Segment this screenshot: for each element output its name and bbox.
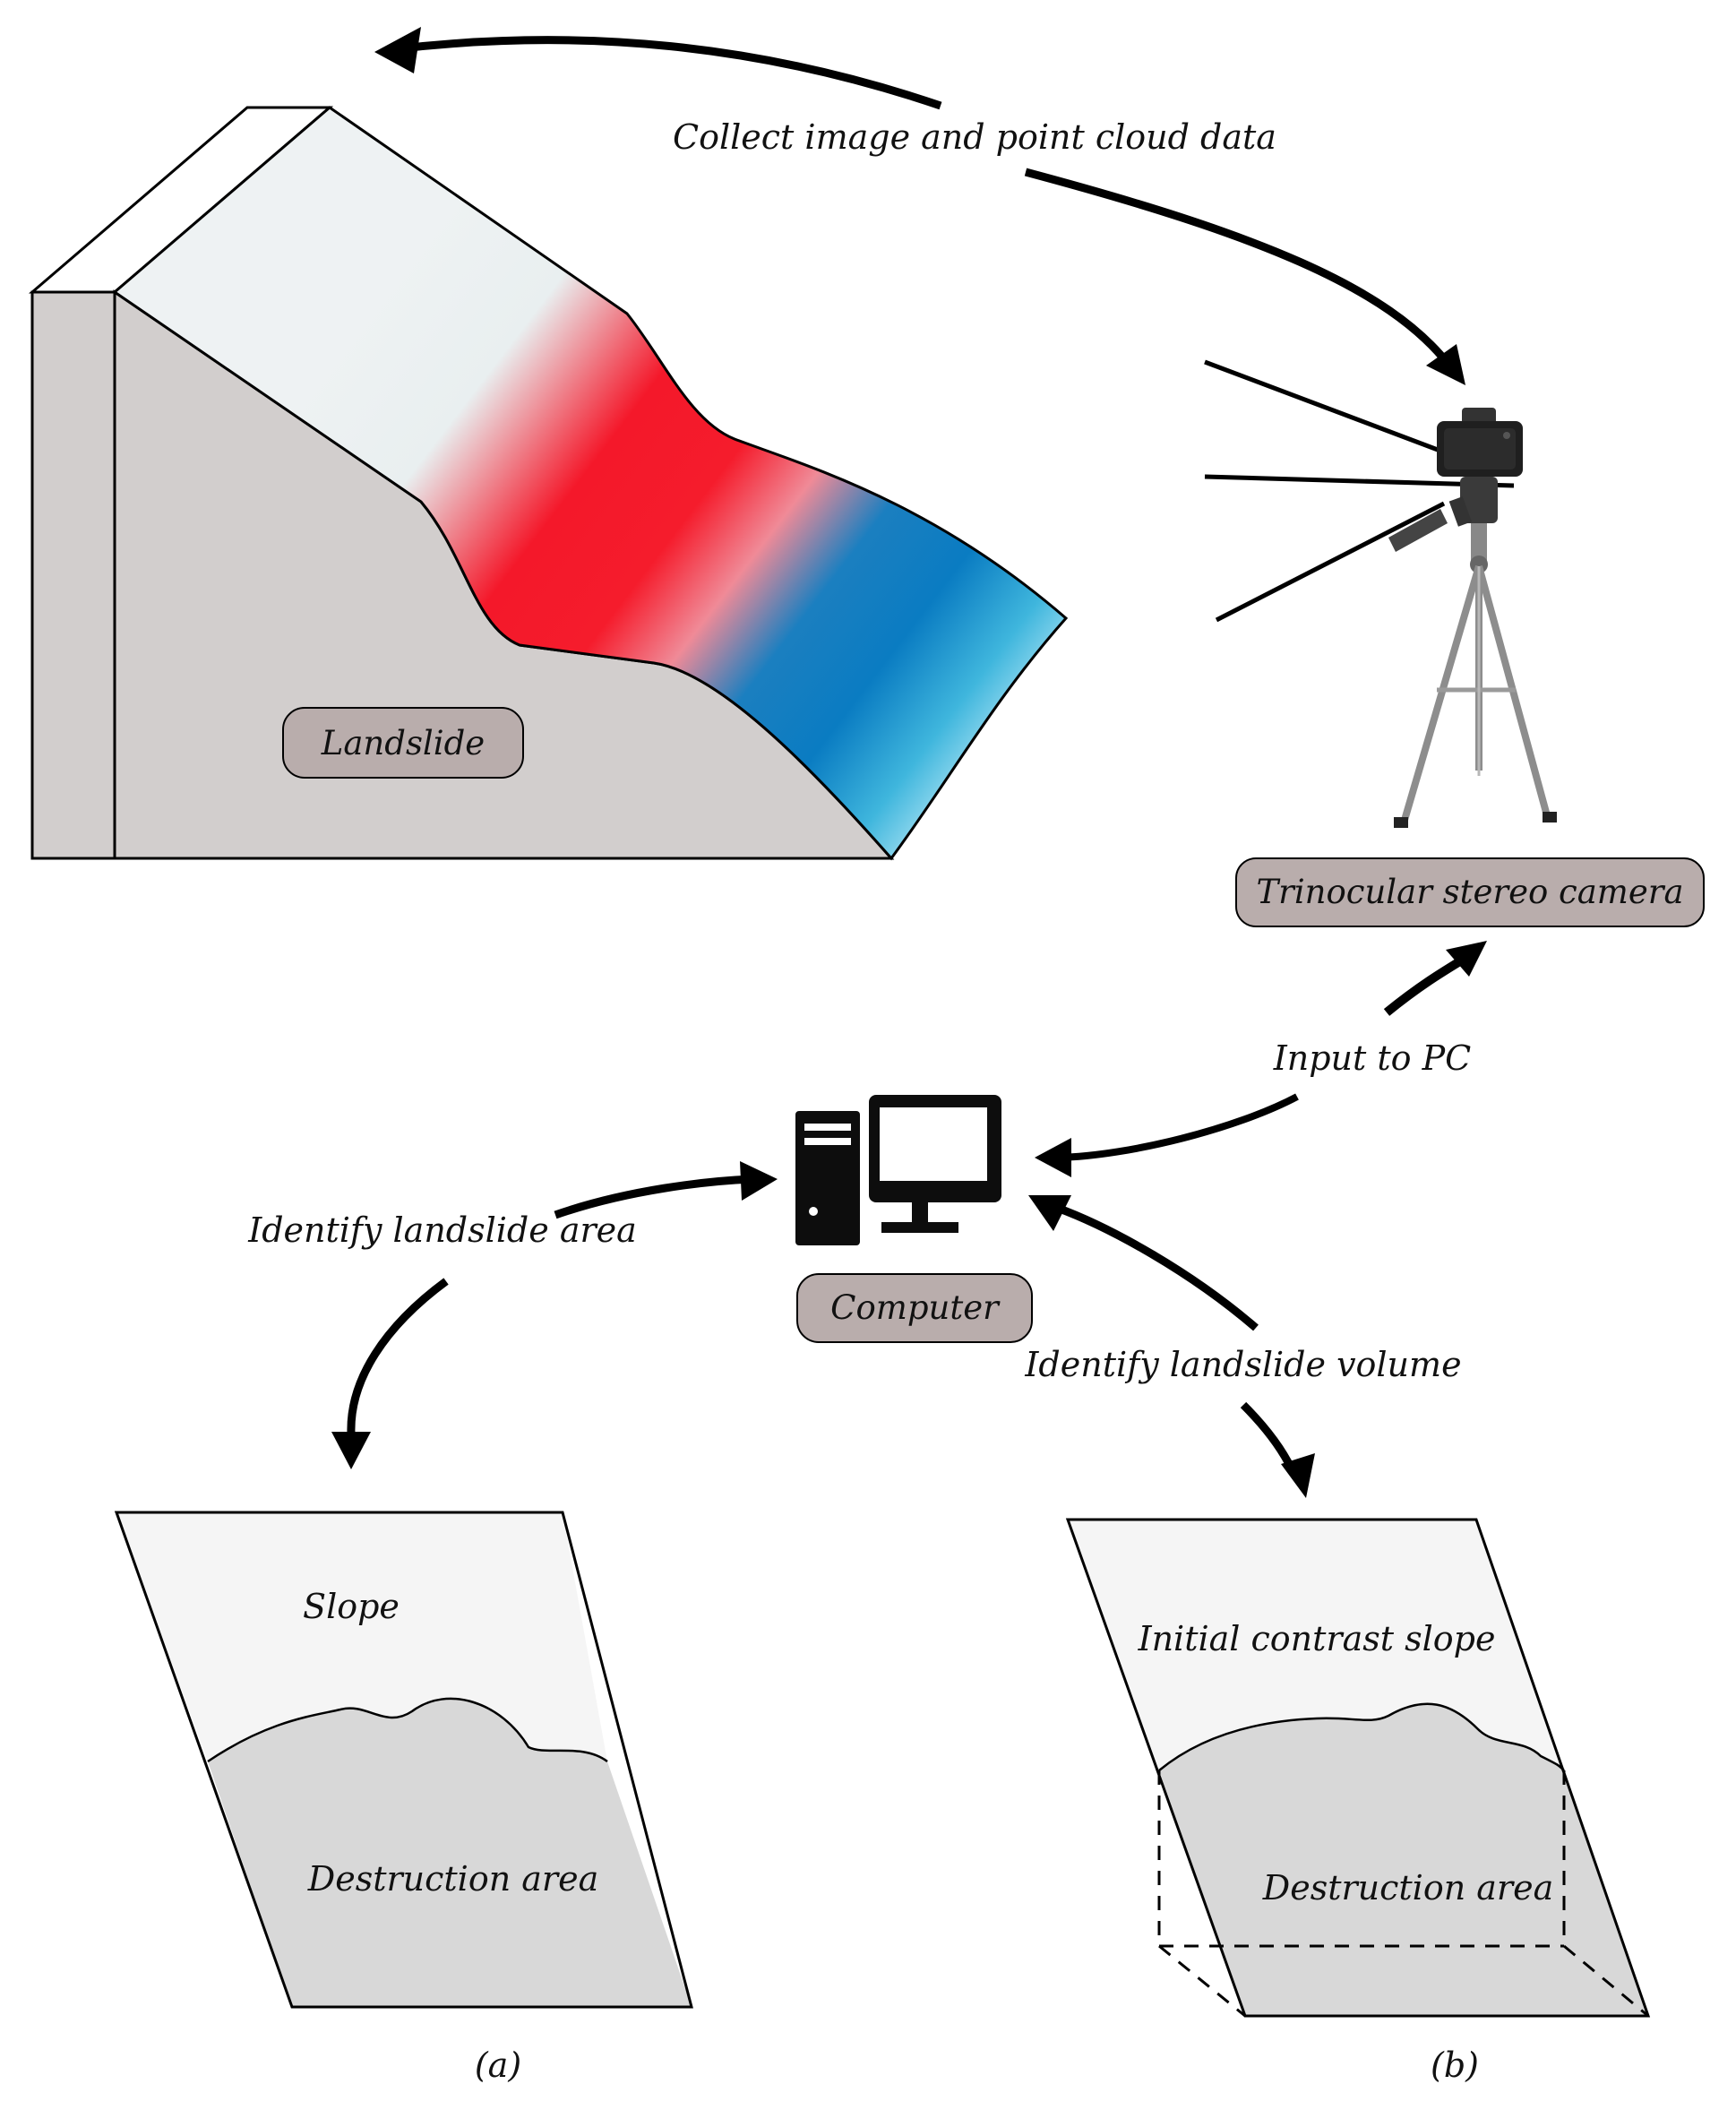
identify-volume-label: Identify landslide volume — [1024, 1345, 1461, 1384]
camera-pill: Trinocular stereo camera — [1235, 857, 1705, 927]
panel-b: Initial contrast slope Destruction area … — [1065, 1518, 1651, 2085]
input-arrowhead-up — [1446, 941, 1487, 977]
collect-arrowhead-right — [1426, 344, 1465, 385]
panel-a-destruction-area — [208, 1698, 692, 2007]
volume-arrow-down — [1240, 1401, 1296, 1471]
input-arrow-to-pc — [1058, 1093, 1299, 1161]
volume-arrow-to-pc — [1055, 1203, 1259, 1331]
landslide-surface — [112, 106, 1069, 861]
panel-b-volume-box — [1157, 1770, 1649, 2018]
panel-a: Slope Destruction area (a) — [114, 1511, 693, 2085]
input-arrow-up — [1383, 952, 1470, 1016]
caption-a: (a) — [475, 2045, 521, 2085]
collect-arrow-left — [393, 36, 942, 110]
collect-arrow-right — [1024, 168, 1453, 368]
initial-slope-label: Initial contrast slope — [1138, 1619, 1496, 1658]
destruction-b-label: Destruction area — [1262, 1868, 1553, 1908]
camera-ray-top — [1204, 359, 1439, 452]
area-arrowhead-to-pc — [740, 1161, 778, 1201]
panel-a-outline — [114, 1511, 693, 2009]
computer-label: Computer — [830, 1288, 1001, 1327]
panel-a-slope-area — [116, 1512, 607, 1761]
computer-pill: Computer — [796, 1273, 1033, 1343]
slope-block-front-face — [30, 290, 116, 860]
panel-b-boundary-curve — [1158, 1702, 1565, 1771]
area-arrow-down — [347, 1278, 449, 1434]
volume-arrowhead-to-pc — [1028, 1195, 1071, 1231]
panel-b-destruction-area — [1159, 1703, 1648, 2016]
slope-label: Slope — [303, 1587, 400, 1626]
camera-icon — [1388, 408, 1523, 552]
panel-a-boundary-curve — [207, 1697, 608, 1763]
landslide-model: Landslide — [28, 106, 1069, 861]
collect-label: Collect image and point cloud data — [673, 117, 1276, 157]
landslide-label: Landslide — [321, 724, 485, 762]
camera-label: Trinocular stereo camera — [1256, 873, 1683, 911]
volume-arrowhead-down — [1281, 1453, 1315, 1498]
area-arrowhead-down — [331, 1432, 371, 1469]
camera-ray-bottom — [1215, 501, 1446, 623]
input-pc-label: Input to PC — [1273, 1038, 1472, 1078]
destruction-a-label: Destruction area — [307, 1859, 598, 1899]
area-arrow-to-pc — [554, 1175, 753, 1219]
identify-area-label: Identify landslide area — [247, 1210, 637, 1250]
collect-arrowhead-left — [374, 27, 421, 73]
caption-b: (b) — [1431, 2045, 1479, 2085]
input-arrowhead-to-pc — [1035, 1138, 1071, 1177]
computer-icon — [795, 1095, 1001, 1245]
landslide-pill: Landslide — [282, 707, 524, 779]
camera-assembly: Trinocular stereo camera — [1204, 359, 1705, 927]
tripod-icon — [1394, 523, 1557, 828]
